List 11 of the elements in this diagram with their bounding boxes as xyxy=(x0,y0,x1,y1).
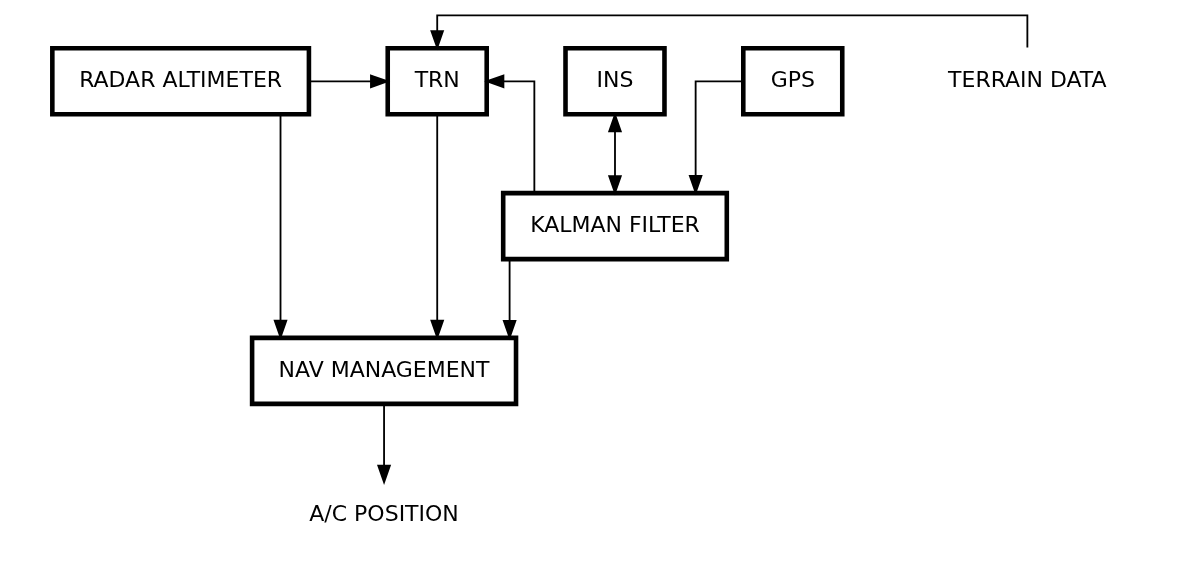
node-text: TERRAIN DATA xyxy=(948,66,1107,92)
arrow xyxy=(484,74,536,194)
node-box: NAV MANAGEMENT xyxy=(249,335,519,407)
node-box: GPS xyxy=(741,46,845,117)
node-text: A/C POSITION xyxy=(309,501,459,527)
arrow xyxy=(430,14,1029,51)
arrow xyxy=(377,403,392,486)
node-box: KALMAN FILTER xyxy=(500,190,730,262)
node-box: RADAR ALTIMETER xyxy=(50,46,312,117)
node-box: TRN xyxy=(385,46,489,117)
node-box: INS xyxy=(563,46,667,117)
